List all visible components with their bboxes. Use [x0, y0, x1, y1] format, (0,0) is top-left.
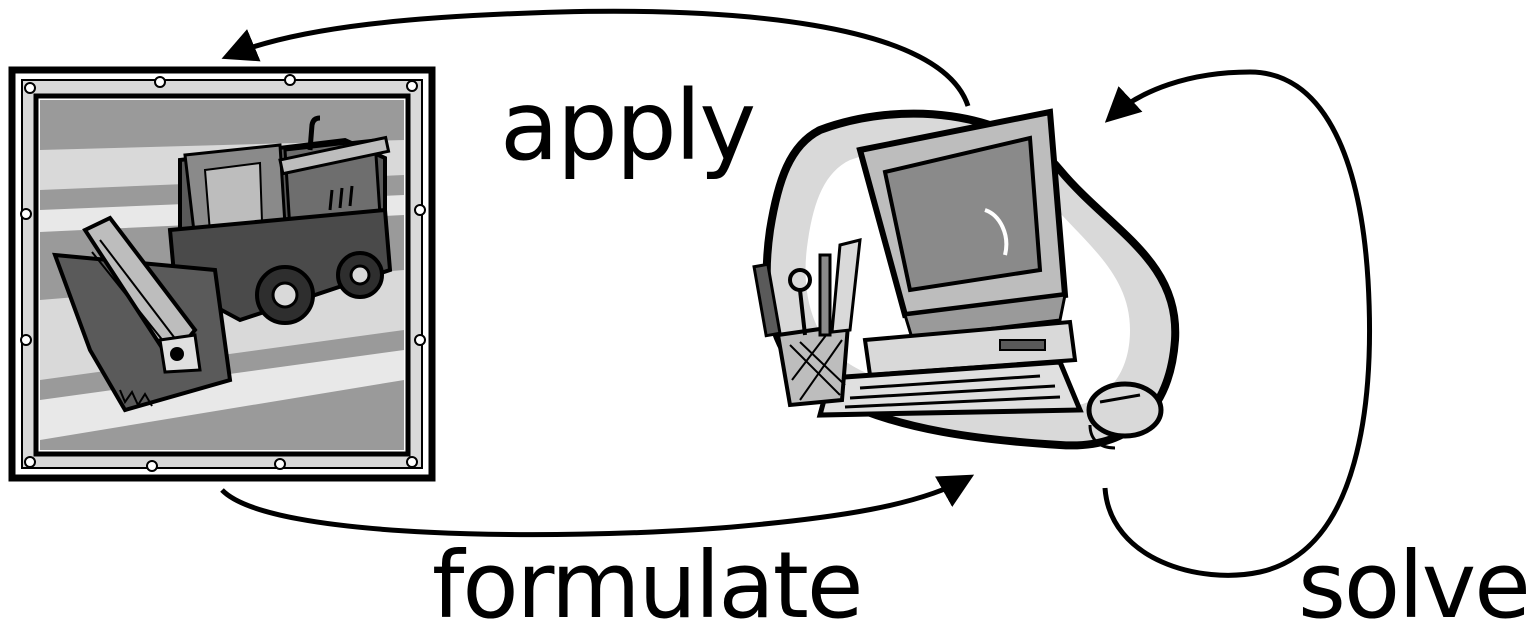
computer-icon [754, 112, 1175, 448]
apply-label: apply [500, 78, 754, 174]
formulate-label: formulate [432, 540, 861, 632]
solve-label: solve [1298, 540, 1529, 632]
combine-harvester-icon [12, 70, 432, 478]
formulate-arrow [222, 478, 968, 535]
